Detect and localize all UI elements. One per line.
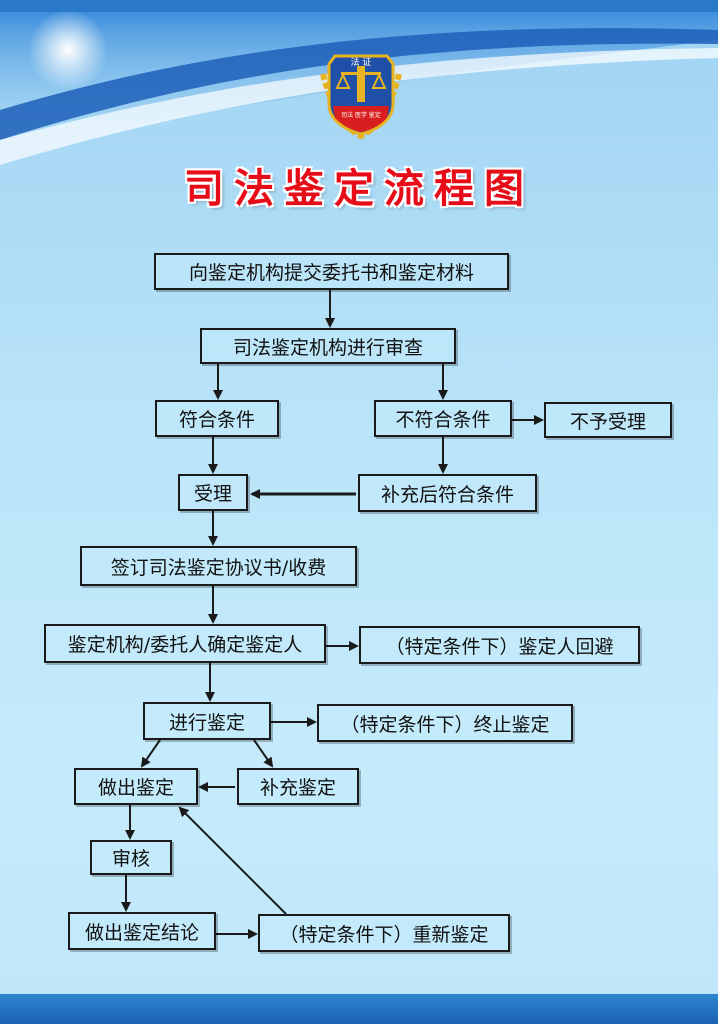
step-supplementary-appraisal: 补充鉴定 [237,768,359,805]
step-make-appraisal: 做出鉴定 [74,768,198,805]
bottom-bar [0,994,718,1024]
page-title: 司法鉴定流程图 [184,166,534,212]
arrow-conduct-make [140,739,161,768]
step-sign-agreement: 签订司法鉴定协议书/收费 [80,546,357,586]
svg-text:司法 医学 鉴定: 司法 医学 鉴定 [341,111,381,119]
judicial-emblem-icon: 法 证 司法 医学 鉴定 [320,54,402,140]
step-unqualified: 不符合条件 [374,400,512,437]
step-assign-appraiser: 鉴定机构/委托人确定鉴定人 [44,624,326,663]
step-audit: 审核 [90,840,172,875]
step-terminate: （特定条件下）终止鉴定 [317,704,573,742]
arrow-conduct-supplement [253,739,274,768]
svg-text:法 证: 法 证 [351,56,372,68]
step-reject: 不予受理 [544,402,672,438]
step-qualified: 符合条件 [155,400,279,437]
step-reappraise: （特定条件下）重新鉴定 [258,914,510,952]
step-conclusion: 做出鉴定结论 [68,912,216,950]
step-conduct-appraisal: 进行鉴定 [143,702,271,740]
step-submit-materials: 向鉴定机构提交委托书和鉴定材料 [154,253,509,290]
step-accept: 受理 [178,474,248,511]
step-institution-review: 司法鉴定机构进行审查 [200,328,456,364]
step-supplement-qualified: 补充后符合条件 [358,474,537,512]
step-recusal: （特定条件下）鉴定人回避 [359,626,640,664]
arrow-reappraise-make [178,806,287,915]
